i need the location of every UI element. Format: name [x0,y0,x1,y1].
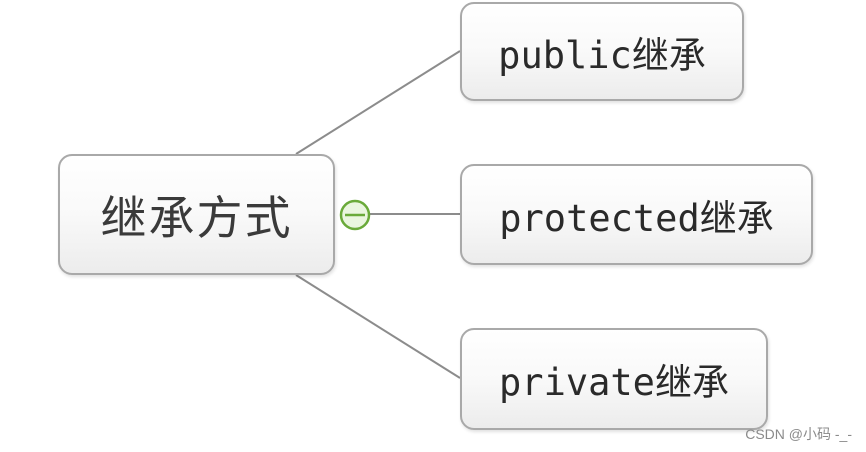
connector-private [295,274,461,379]
child-node-label: public继承 [498,33,706,77]
root-node[interactable]: 继承方式 [58,154,335,275]
collapse-toggle-icon[interactable] [339,199,371,231]
child-node-public[interactable]: public继承 [460,2,744,101]
child-node-label: protected继承 [499,196,774,240]
connector-public [295,50,461,155]
child-node-private[interactable]: private继承 [460,328,768,430]
child-node-protected[interactable]: protected继承 [460,164,813,265]
watermark: CSDN @小码 -_- [745,426,852,442]
child-node-label: private继承 [499,361,729,404]
root-node-label: 继承方式 [100,190,293,245]
